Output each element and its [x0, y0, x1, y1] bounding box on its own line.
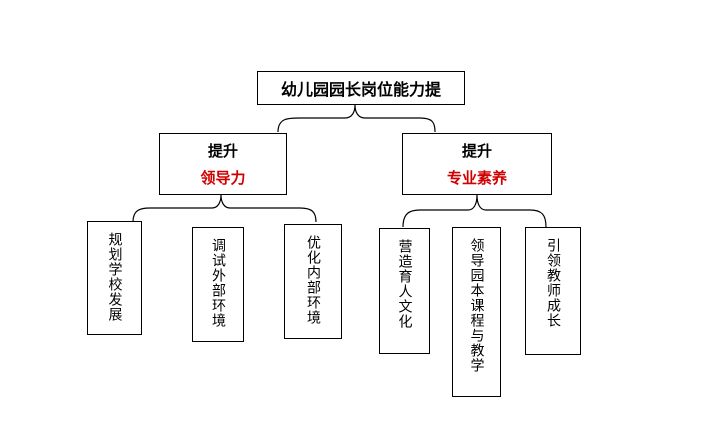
leaf-label: 引领教师成长: [545, 238, 561, 328]
root-title: 幼儿园园长岗位能力提: [280, 80, 441, 99]
leaf-lead-curriculum-and-teaching: 领导园本课程与教学: [452, 227, 501, 397]
leaf-plan-school-development: 规划学校发展: [87, 221, 142, 335]
root-node: 幼儿园园长岗位能力提: [257, 71, 465, 105]
branch-literacy-title: 专业素养: [446, 169, 507, 187]
root-brace: [277, 104, 436, 133]
leaf-adjust-external-environment: 调试外部环境: [192, 227, 244, 342]
leaf-label: 调试外部环境: [210, 238, 226, 328]
branch-professional-literacy: 提升 专业素养: [402, 133, 552, 195]
leaf-build-education-culture: 营造育人文化: [379, 228, 430, 354]
branch-leadership: 提升 领导力: [159, 133, 287, 195]
leadership-brace: [132, 194, 317, 223]
leaf-label: 优化内部环境: [305, 235, 321, 325]
leaf-lead-teacher-growth: 引领教师成长: [525, 227, 581, 355]
branch-leadership-title: 领导力: [200, 169, 246, 187]
leaf-optimize-internal-environment: 优化内部环境: [284, 224, 342, 339]
leaf-label: 规划学校发展: [106, 232, 123, 322]
literacy-brace: [402, 194, 547, 228]
leaf-label: 领导园本课程与教学: [468, 238, 485, 373]
branch-leadership-prefix: 提升: [207, 142, 238, 160]
branch-literacy-prefix: 提升: [461, 142, 492, 160]
leaf-label: 营造育人文化: [396, 239, 413, 329]
